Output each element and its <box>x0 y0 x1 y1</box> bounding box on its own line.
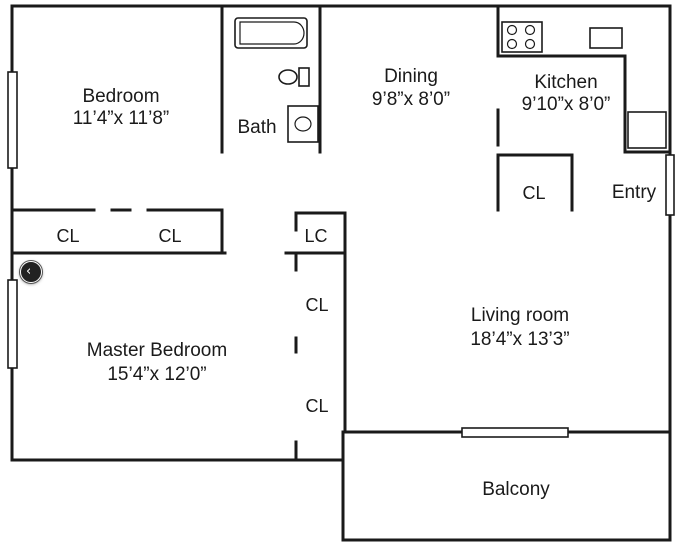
bedroom-closet-left-label: CL <box>56 226 79 246</box>
burner-icon <box>524 24 536 36</box>
sink-counter <box>287 105 319 143</box>
burner-icon <box>524 38 536 50</box>
master-bedroom-size: 15’4”x 12’0” <box>107 364 206 385</box>
previous-arrow-button[interactable]: ‹ <box>20 261 42 283</box>
bathtub <box>234 17 308 49</box>
bedroom-name: Bedroom <box>82 86 159 107</box>
master-bedroom-window <box>7 279 18 369</box>
stove <box>501 21 543 53</box>
balcony-door <box>461 427 569 438</box>
kitchen-sink <box>589 27 623 49</box>
linen-closet-label: LC <box>304 226 327 246</box>
room-labels: Bedroom 11’4”x 11’8” Bath Dining 9’8”x 8… <box>56 66 656 500</box>
kitchen-name: Kitchen <box>534 72 597 93</box>
entry-door <box>665 154 675 216</box>
toilet-tank <box>298 67 310 87</box>
tub-basin <box>239 21 305 45</box>
windows <box>7 71 675 438</box>
living-room-size: 18’4”x 13’3” <box>470 329 569 350</box>
refrigerator <box>627 111 667 149</box>
bath-name: Bath <box>237 117 276 138</box>
living-room-name: Living room <box>471 305 569 326</box>
burner-icon <box>506 38 518 50</box>
master-closet-bottom-label: CL <box>305 396 328 416</box>
master-bedroom-name: Master Bedroom <box>87 340 227 361</box>
entry-label: Entry <box>612 182 657 203</box>
bedroom-closet-right-label: CL <box>158 226 181 246</box>
toilet-bowl <box>278 69 298 85</box>
burner-icon <box>506 24 518 36</box>
balcony-label: Balcony <box>482 479 550 500</box>
dining-size: 9’8”x 8’0” <box>372 89 450 110</box>
sink-basin <box>294 116 312 132</box>
dining-name: Dining <box>384 66 438 87</box>
bedroom-window <box>7 71 18 169</box>
kitchen-fixtures <box>501 21 667 149</box>
kitchen-size: 9’10”x 8’0” <box>522 94 611 115</box>
bedroom-size: 11’4”x 11’8” <box>73 108 169 129</box>
chevron-left-icon: ‹ <box>26 264 32 279</box>
bath-fixtures <box>234 17 319 143</box>
master-closet-top-label: CL <box>305 295 328 315</box>
kitchen-closet-label: CL <box>522 183 545 203</box>
